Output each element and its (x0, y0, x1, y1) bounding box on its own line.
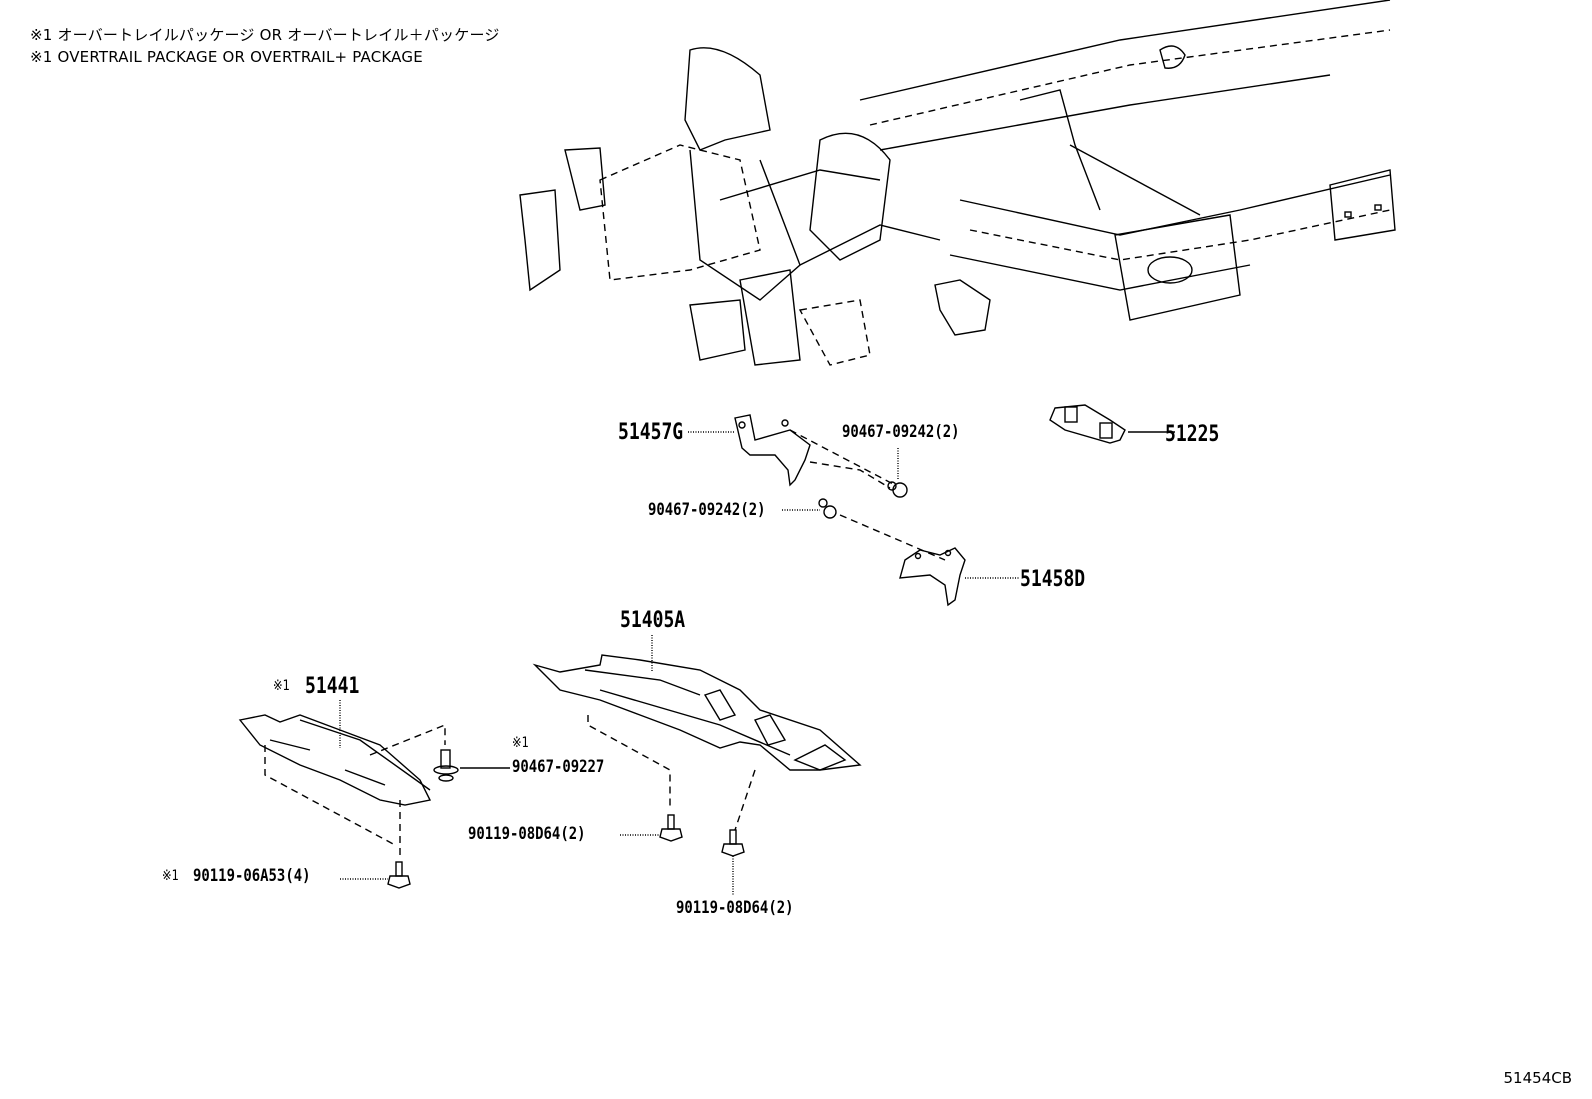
part-51405A-drawing (532, 635, 862, 831)
part-label-90119-06A53[interactable]: 90119-06A53(4) (193, 866, 311, 886)
clip-90467-09227-drawing (433, 749, 510, 782)
note-english: ※1 OVERTRAIL PACKAGE OR OVERTRAIL+ PACKA… (30, 48, 423, 66)
clip-90467-09242-lower-drawing (782, 498, 946, 561)
part-label-90119-08D64-right[interactable]: 90119-08D64(2) (676, 898, 794, 918)
clip-90467-09242-upper-drawing (887, 448, 908, 498)
part-51441-drawing (238, 700, 446, 860)
vehicle-frame-drawing (519, 0, 1396, 366)
part-label-51441[interactable]: 51441 (305, 674, 360, 699)
part-label-51458D[interactable]: 51458D (1020, 567, 1086, 592)
part-51458D-drawing (899, 547, 1020, 607)
note-japanese: ※1 オーバートレイルパッケージ OR オーバートレイル＋パッケージ (30, 26, 500, 44)
figure-id: 51454CB (1503, 1069, 1572, 1087)
part-label-90119-08D64-left[interactable]: 90119-08D64(2) (468, 824, 586, 844)
part-label-51225[interactable]: 51225 (1165, 422, 1220, 447)
part-label-90467-09242-lower[interactable]: 90467-09242(2) (648, 500, 766, 520)
note-mark-90467-09227: ※1 (512, 735, 529, 751)
part-51225-drawing (1049, 404, 1175, 444)
bolt-90119-08D64-left-drawing (620, 814, 683, 842)
part-label-90467-09242-upper[interactable]: 90467-09242(2) (842, 422, 960, 442)
part-51457G-drawing (688, 414, 896, 489)
part-label-51405A[interactable]: 51405A (620, 608, 686, 633)
part-label-90467-09227[interactable]: 90467-09227 (512, 757, 605, 777)
bolt-90119-06A53-drawing (340, 861, 411, 889)
bolt-90119-08D64-right-drawing (721, 829, 745, 895)
note-mark-51441: ※1 (273, 678, 290, 694)
part-label-51457G[interactable]: 51457G (618, 420, 684, 445)
note-mark-90119-06A53: ※1 (162, 868, 179, 884)
